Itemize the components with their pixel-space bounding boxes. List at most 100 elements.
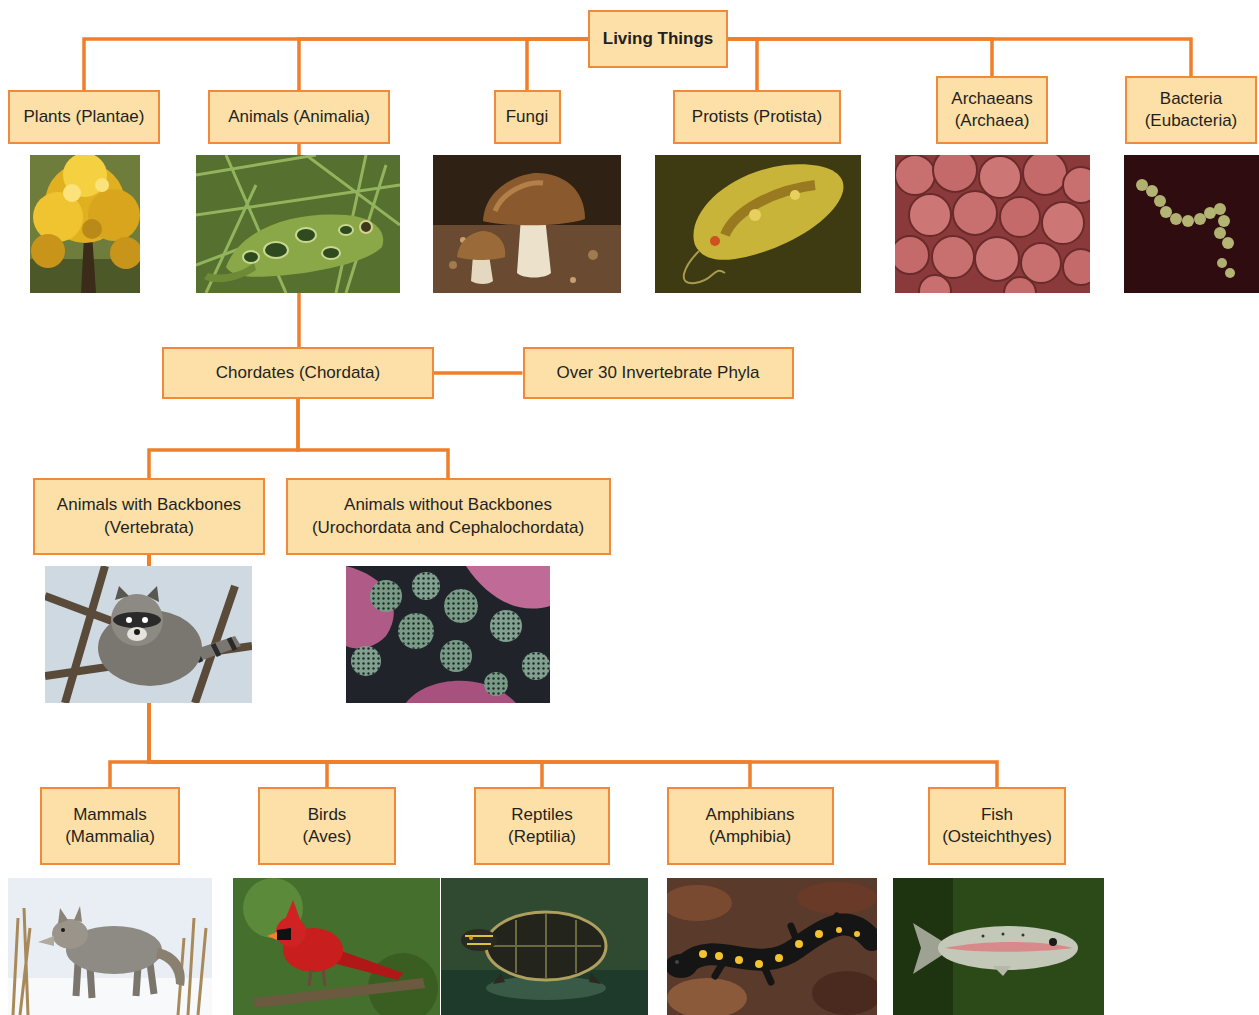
raccoon-photo-part bbox=[45, 566, 252, 703]
taxon-box: Bacteria (Eubacteria) bbox=[1125, 76, 1257, 144]
tree-connector bbox=[299, 39, 588, 90]
tunicate-photo-part bbox=[351, 646, 381, 676]
taxon-label: Chordates (Chordata) bbox=[216, 362, 380, 384]
tree-photo-part bbox=[82, 219, 102, 239]
bacteria-photo-part bbox=[1182, 215, 1194, 227]
turtle-photo-part bbox=[441, 878, 648, 1015]
tree-connector bbox=[84, 39, 588, 90]
taxon-label: Animals (Animalia) bbox=[228, 106, 370, 128]
bacteria-photo-part bbox=[1225, 268, 1235, 278]
coyote-photo-part bbox=[52, 919, 88, 949]
raccoon-photo-part bbox=[126, 617, 132, 623]
bacteria-photo-part bbox=[1170, 213, 1182, 225]
protist-photo-part bbox=[710, 236, 720, 246]
tunicate-photo-part bbox=[398, 613, 434, 649]
archaea-photo bbox=[891, 148, 1099, 309]
taxon-box: Amphibians (Amphibia) bbox=[667, 787, 834, 865]
tunicate-photo-part bbox=[398, 613, 434, 649]
salamander-photo-part bbox=[687, 924, 872, 963]
trout-photo-part bbox=[982, 935, 985, 938]
bacteria-photo-part bbox=[1214, 227, 1226, 239]
archaea-photo-part bbox=[919, 275, 951, 307]
archaea-photo-part bbox=[891, 236, 929, 274]
frog-photo-part bbox=[264, 242, 288, 258]
taxon-label: Animals without Backbones (Urochordata a… bbox=[296, 494, 601, 538]
tunicate-photo-part bbox=[444, 589, 478, 623]
frog-photo-part bbox=[196, 155, 400, 293]
taxon-box: Fish (Osteichthyes) bbox=[928, 787, 1066, 865]
salamander-photo-part bbox=[854, 931, 860, 937]
trout-photo-part bbox=[1049, 938, 1057, 946]
coyote-photo-part bbox=[38, 936, 54, 946]
tunicate-photo-part bbox=[484, 672, 508, 696]
protist-photo-part bbox=[655, 155, 861, 293]
mushroom-photo-part bbox=[483, 173, 585, 225]
frog-photo-part bbox=[204, 263, 256, 282]
salamander-photo-part bbox=[735, 956, 743, 964]
taxon-box: Protists (Protista) bbox=[673, 90, 841, 144]
bacteria-photo-part bbox=[1146, 185, 1158, 197]
mushroom-photo bbox=[433, 155, 621, 293]
tunicate-photo-part bbox=[440, 640, 472, 672]
raccoon-photo-part bbox=[127, 627, 147, 641]
archaea-photo-part bbox=[932, 236, 974, 278]
salamander-photo-part bbox=[795, 940, 803, 948]
protist-photo-part bbox=[725, 185, 815, 235]
cardinal-photo-part bbox=[285, 900, 301, 922]
archaea-photo-part bbox=[1004, 277, 1036, 309]
trout-photo-part bbox=[1022, 934, 1025, 937]
tunicate-photo-part bbox=[490, 610, 522, 642]
archaea-photo-part bbox=[895, 155, 935, 195]
cardinal-photo-part bbox=[253, 978, 425, 1008]
turtle-photo-part bbox=[469, 936, 473, 940]
taxon-label: Reptiles (Reptilia) bbox=[497, 804, 587, 848]
bacteria-photo-part bbox=[1217, 258, 1227, 268]
taxon-label: Bacteria (Eubacteria) bbox=[1135, 88, 1247, 132]
tunicate-photo-part bbox=[522, 652, 550, 680]
taxon-box: Animals (Animalia) bbox=[208, 90, 390, 144]
tree-photo bbox=[30, 153, 142, 293]
salamander-photo-part bbox=[812, 971, 882, 1015]
taxon-box: Mammals (Mammalia) bbox=[40, 787, 180, 865]
coyote-photo-part bbox=[61, 928, 65, 932]
taxon-box: Reptiles (Reptilia) bbox=[474, 787, 610, 865]
frog-photo-part bbox=[296, 228, 316, 242]
tunicate-photo bbox=[346, 566, 550, 703]
salamander-photo-part bbox=[836, 927, 842, 933]
archaea-photo-part bbox=[1023, 151, 1067, 195]
taxon-box: Birds (Aves) bbox=[258, 787, 396, 865]
cardinal-photo-part bbox=[309, 970, 325, 986]
mushroom-photo-part bbox=[588, 250, 598, 260]
tree-connector bbox=[728, 39, 757, 90]
taxon-box: Fungi bbox=[494, 90, 561, 144]
frog-photo-part bbox=[322, 247, 340, 259]
salamander-photo-part bbox=[775, 954, 783, 962]
taxon-label: Archaeans (Archaea) bbox=[946, 88, 1038, 132]
mushroom-photo-part bbox=[457, 231, 505, 260]
taxon-label: Living Things bbox=[603, 28, 714, 50]
tree-connector bbox=[298, 399, 448, 478]
salamander-photo-part bbox=[675, 960, 679, 964]
tunicate-photo-part bbox=[370, 580, 402, 612]
salamander-photo-part bbox=[699, 950, 707, 958]
trout-photo-part bbox=[993, 966, 1011, 976]
protist-photo bbox=[655, 155, 861, 293]
turtle-photo-part bbox=[491, 913, 601, 978]
archaea-photo-part bbox=[1063, 249, 1099, 285]
taxon-label: Mammals (Mammalia) bbox=[60, 804, 160, 848]
taxon-box: Chordates (Chordata) bbox=[162, 347, 434, 399]
salamander-photo-part bbox=[755, 960, 763, 968]
tree-connector bbox=[728, 39, 992, 76]
archaea-photo-part bbox=[933, 148, 977, 192]
salamander-photo-part bbox=[667, 978, 747, 1015]
bacteria-photo-part bbox=[1154, 195, 1166, 207]
cardinal-photo bbox=[233, 878, 440, 1015]
salamander-photo-part bbox=[715, 916, 837, 982]
protist-photo-part bbox=[790, 190, 800, 200]
raccoon-photo-part bbox=[113, 612, 161, 628]
trout-photo bbox=[893, 878, 1104, 1015]
tunicate-photo-part bbox=[444, 589, 478, 623]
frog-photo-part bbox=[360, 221, 372, 233]
protist-photo-part bbox=[749, 209, 761, 221]
